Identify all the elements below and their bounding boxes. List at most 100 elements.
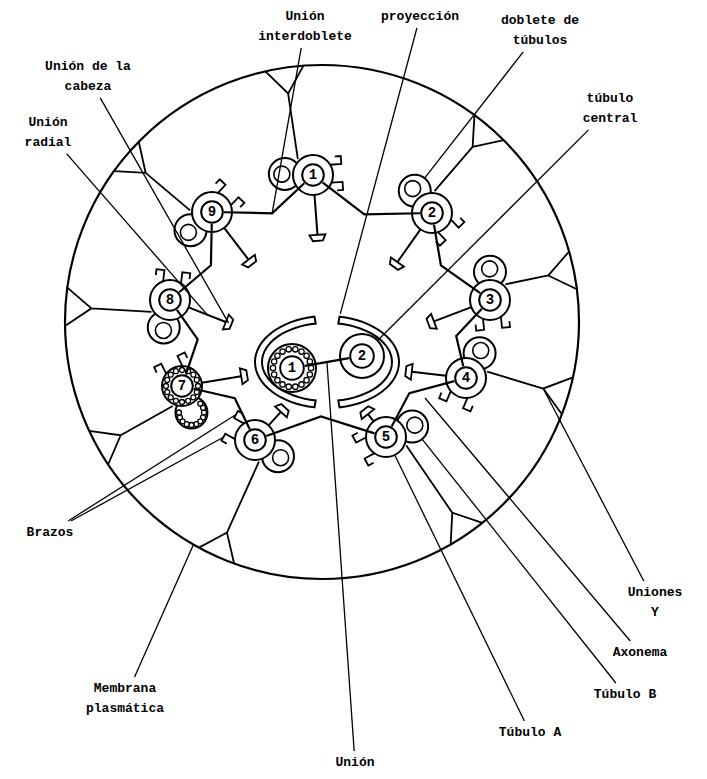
tubule-circle: [479, 289, 501, 311]
interdoublet-link: [456, 309, 482, 367]
a-tubule: 2: [420, 201, 444, 225]
y-link: [406, 445, 482, 544]
interdoublet-link: [224, 183, 304, 213]
radial-spoke: [412, 372, 446, 376]
tubulin-bead: [201, 405, 206, 410]
a-tubule: 5: [374, 425, 398, 449]
inner-dynein-arm: [352, 433, 365, 443]
tubule-number: 7: [178, 379, 186, 393]
b-tubule-lumen: [473, 343, 489, 359]
label-text: Túbulo B: [594, 687, 656, 702]
spoke-head: [427, 314, 437, 329]
tubule-number: 9: [208, 205, 216, 219]
tubulin-bead: [280, 349, 285, 354]
tubulin-bead: [304, 353, 309, 358]
tubulin-bead: [293, 384, 298, 389]
b-tubule-lumen: [273, 450, 289, 466]
tubule-circle: [171, 375, 193, 397]
leader-line: [395, 455, 525, 721]
spoke-head: [240, 368, 248, 384]
spoke-head: [242, 255, 256, 268]
leader-line: [425, 52, 524, 178]
spoke-head: [405, 364, 412, 380]
label-text: Túbulo A: [499, 725, 561, 740]
tubule-number: 3: [486, 293, 494, 307]
y-links: [65, 66, 577, 564]
part-label: Unión de la cabeza: [38, 56, 138, 96]
inner-dynein-arm: [476, 319, 485, 331]
tubulin-bead: [165, 377, 170, 382]
a-tubule: 4: [454, 366, 478, 390]
a-tubule-wall: [235, 420, 275, 460]
tubulin-bead: [293, 347, 298, 352]
leader-line: [543, 389, 644, 581]
leader-line: [71, 437, 223, 521]
tubulin-bead: [271, 359, 276, 364]
tubule-circle: [280, 356, 304, 380]
a-tubule-wall: [150, 280, 190, 320]
tubulin-bead: [307, 372, 312, 377]
inner-dynein-arm: [332, 182, 344, 190]
tubulin-bead: [186, 398, 191, 403]
leader-line: [378, 130, 589, 341]
central-tubule: 1: [279, 355, 305, 381]
central-sheath: [255, 317, 316, 408]
part-label: Unión radial: [18, 112, 78, 152]
label-text: doblete de túbulos: [501, 13, 579, 48]
part-label: Axonema: [600, 642, 680, 662]
a-tubule-wall: [446, 358, 486, 398]
interdoublet-link: [266, 417, 374, 436]
part-label: Brazos: [15, 522, 85, 542]
outer-dynein-arm: [221, 434, 235, 444]
label-text: Unión interdoblete: [258, 9, 352, 44]
tubulin-bead: [270, 365, 275, 370]
tubulin-bead: [176, 410, 181, 415]
label-text: Unión de la cabeza: [45, 59, 131, 94]
tubulin-bead: [299, 382, 304, 387]
radial-spoke: [397, 229, 420, 262]
tubule-number: 8: [166, 293, 174, 307]
inner-dynein-arm: [231, 197, 244, 207]
y-link: [199, 462, 259, 564]
part-label: Unión interdoblete: [250, 6, 360, 46]
tubule-circle: [350, 344, 374, 368]
radial-spoke: [314, 195, 317, 235]
b-tubules: [148, 158, 506, 472]
tubulin-bead: [191, 372, 196, 377]
central-tubule: 2: [349, 343, 375, 369]
interdoublet-link: [177, 310, 198, 375]
tubulin-bead: [173, 369, 178, 374]
leader-line: [327, 363, 354, 751]
label-text: proyección: [381, 9, 459, 24]
label-text: Membrana plasmática: [86, 681, 164, 716]
spoke-head: [360, 406, 374, 419]
b-tubule-lumen: [180, 224, 196, 240]
a-tubule-wall: [366, 417, 406, 457]
tubulin-bead: [280, 382, 285, 387]
a-tubule: 3: [478, 288, 502, 312]
spoke-head: [390, 257, 404, 269]
leader-line: [100, 98, 228, 323]
tubulin-bead: [168, 372, 173, 377]
central-tubule-wall: [340, 334, 384, 378]
tubule-circle: [244, 429, 266, 451]
tubulin-bead: [194, 377, 199, 382]
plasma-membrane: [65, 65, 579, 579]
label-text: Brazos: [27, 525, 74, 540]
radial-spoke: [434, 307, 471, 321]
b-tubule-lumen: [482, 261, 498, 277]
y-link: [89, 406, 173, 464]
a-tubule: 7: [170, 374, 194, 398]
outer-dynein-arm: [156, 269, 165, 281]
tubulin-bead: [191, 395, 196, 400]
part-label: túbulo central: [570, 88, 650, 128]
central-apparatus: [255, 317, 399, 408]
part-label: Túbulo A: [485, 722, 575, 742]
label-text: Unión radial: [25, 115, 72, 150]
radial-spoke: [269, 412, 281, 425]
a-tubule: 9: [200, 200, 224, 224]
a-tubule-wall: [162, 366, 202, 406]
inner-dynein-arm: [439, 391, 451, 401]
